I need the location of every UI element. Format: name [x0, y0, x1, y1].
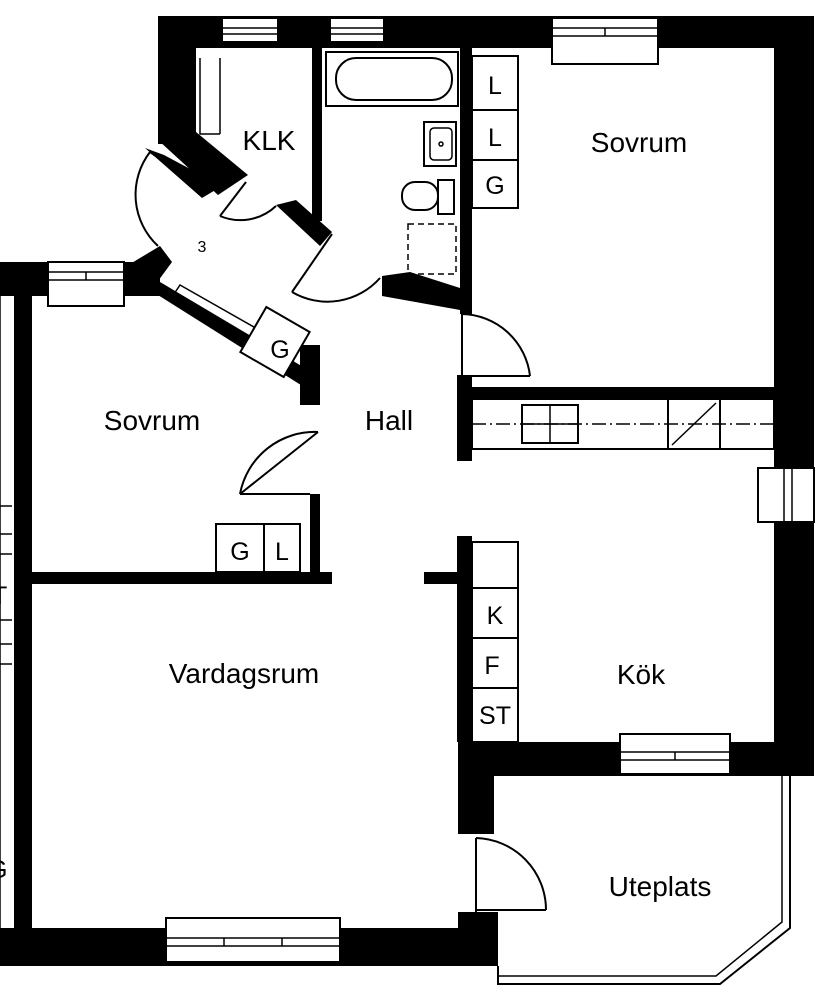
door-entrance: [134, 151, 209, 247]
bath-cabinet-l2-label: L: [488, 124, 502, 152]
bath-cabinet-g: G: [471, 159, 519, 209]
washing-machine-spot: [407, 223, 457, 275]
sovrum-wardrobe-l-label: L: [275, 538, 289, 566]
toilet: [401, 179, 455, 215]
window-kok-right: [757, 467, 815, 523]
hall-closet-g-label: G: [270, 336, 289, 364]
window-vardagsrum: [165, 917, 341, 963]
bath-cabinet-g-label: G: [485, 172, 504, 200]
neighbor-edge: T G: [0, 296, 12, 966]
sovrum-wardrobe-g-label: G: [230, 538, 249, 566]
exterior-walls: [0, 16, 814, 966]
room-label-sovrum-top: Sovrum: [591, 127, 687, 158]
door-sovrum-left: [239, 430, 319, 495]
bath-cabinet-l2: L: [471, 109, 519, 161]
kitchen-cabinet-st: ST: [471, 687, 519, 743]
kitchen-fridge-k: K: [471, 587, 519, 639]
doors: [134, 151, 547, 912]
room-labels: KLK 3 Sovrum Sovrum Hall Vardagsrum Kök …: [104, 125, 712, 902]
room-label-entrance-number: 3: [198, 239, 207, 256]
room-label-uteplats: Uteplats: [609, 871, 712, 902]
edge-t-label: T: [0, 582, 7, 610]
sink: [423, 121, 457, 167]
window-sovrum-top: [551, 17, 659, 65]
door-bathroom: [291, 233, 381, 303]
door-uteplats: [475, 837, 547, 912]
window-sovrum-left: [47, 261, 125, 307]
bathtub: [325, 51, 459, 107]
door-sovrum-top: [461, 313, 531, 377]
interior-walls: [30, 16, 774, 742]
window-bathroom: [329, 17, 385, 43]
kitchen-fridge-k-label: K: [487, 602, 504, 630]
bath-cabinet-l1: L: [471, 55, 519, 111]
room-label-sovrum-left: Sovrum: [104, 405, 200, 436]
patio-railing: [497, 776, 791, 985]
kitchen-top-counter: [471, 398, 775, 450]
room-label-vardagsrum: Vardagsrum: [169, 658, 319, 689]
sovrum-wardrobe-g: G: [215, 523, 265, 573]
hall-closet: G: [168, 284, 312, 379]
kitchen-freezer-f: F: [471, 637, 519, 689]
room-label-hall: Hall: [365, 405, 413, 436]
window-klk: [221, 17, 279, 43]
klk-closet: [199, 58, 221, 135]
room-label-klk: KLK: [243, 125, 296, 156]
edge-g-label: G: [0, 856, 7, 884]
bath-cabinet-l1-label: L: [488, 72, 502, 100]
window-kok-bottom: [619, 733, 731, 775]
sovrum-wardrobe-l: L: [263, 523, 301, 573]
room-label-kok: Kök: [617, 659, 666, 690]
kitchen-counter-left: [471, 541, 519, 589]
door-klk: [219, 181, 277, 222]
kitchen-freezer-f-label: F: [484, 652, 499, 680]
windows: [47, 17, 815, 963]
kitchen-cabinet-st-label: ST: [479, 702, 511, 730]
